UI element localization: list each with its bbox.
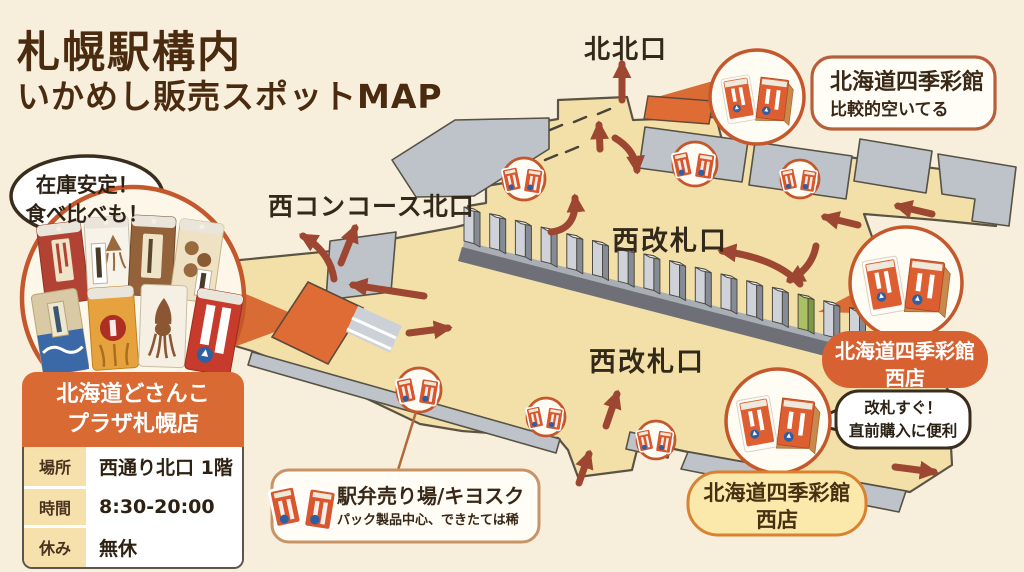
stairs-icon bbox=[346, 306, 402, 353]
label-west-concourse-north-exit: 西コンコース北口 bbox=[268, 192, 475, 221]
stock-bubble-line2: 食べ比べも！ bbox=[25, 202, 149, 227]
page-title-line1: 札幌駅構内 bbox=[17, 28, 242, 78]
dosanko-store-card-title: 北海道どさんこ プラザ札幌店 bbox=[22, 372, 244, 447]
row-value: 8:30-20:00 bbox=[89, 488, 242, 525]
route-arrow-icon bbox=[820, 211, 862, 230]
north-gate-dashes bbox=[543, 107, 612, 162]
shikisaikan-main-callout-shape bbox=[810, 55, 997, 131]
shikisaikan-main-circle-icon bbox=[708, 48, 806, 146]
ikameshi-pack-icon bbox=[635, 419, 677, 461]
route-arrow-icon bbox=[547, 193, 586, 236]
product-pack bbox=[184, 287, 244, 377]
route-arrow-icon bbox=[590, 120, 610, 153]
shikisaikan-main-callout-note: 比較的空いてる bbox=[830, 100, 949, 120]
ikameshi-product-lineup-icon bbox=[19, 184, 247, 412]
green-gate-pillar bbox=[797, 293, 815, 335]
product-pack bbox=[138, 283, 188, 369]
route-arrow-icon bbox=[575, 449, 594, 487]
page-title-line2: いかめし販売スポットMAP bbox=[17, 77, 443, 116]
shikisaikan-west-circle-icon bbox=[848, 225, 964, 341]
dosanko-store-card-table: 場所 西通り北口 1階 時間 8:30-20:00 休み 無休 bbox=[22, 446, 244, 569]
ikameshi-spot-markers bbox=[394, 140, 821, 461]
table-row: 休み 無休 bbox=[24, 524, 242, 567]
ikameshi-pack-icon bbox=[779, 158, 821, 200]
ekiben-callout-title: 駅弁売り場/キヨスク bbox=[337, 484, 525, 508]
ikameshi-pack-icon bbox=[500, 156, 547, 202]
row-value: 西通り北口 1階 bbox=[89, 446, 242, 486]
label-north-north-exit: 北北口 bbox=[584, 35, 669, 65]
route-arrow-icon bbox=[298, 232, 338, 283]
table-row: 場所 西通り北口 1階 bbox=[24, 446, 242, 486]
route-arrow-icon bbox=[337, 223, 359, 267]
ikameshi-pack-icon bbox=[394, 366, 443, 414]
ekiben-callout-note: パック製品中心、できたては稀 bbox=[337, 513, 519, 528]
shikisaikan-west-label-shape bbox=[686, 470, 868, 537]
route-arrow-icon bbox=[602, 389, 622, 430]
row-label: 場所 bbox=[24, 446, 89, 486]
kaisatsu-bubble-text: 改札すぐ！ 直前購入に便利 bbox=[848, 399, 958, 441]
label-west-gate-lower: 西改札口 bbox=[589, 347, 705, 378]
product-pack bbox=[36, 220, 90, 306]
product-pack bbox=[83, 215, 133, 299]
shikisaikan-west-lower-circle-icon bbox=[724, 367, 832, 475]
shikisaikan-west-badge-shape bbox=[822, 331, 988, 388]
label-west-gate-upper: 西改札口 bbox=[612, 226, 728, 257]
ekiben-callout-shape bbox=[267, 468, 541, 544]
dosanko-store-area bbox=[270, 280, 365, 366]
route-arrow-icon bbox=[717, 243, 804, 288]
route-arrow-icon bbox=[893, 200, 936, 219]
shikisaikan-west-badge-text: 北海道四季彩館 西店 bbox=[835, 339, 975, 390]
stock-bubble-line1: 在庫安定！ bbox=[35, 173, 139, 197]
ekiben-connector-line bbox=[396, 411, 418, 471]
shikisaikan-main-callout-title: 北海道四季彩館 bbox=[830, 70, 985, 95]
stock-bubble-text: 在庫安定！ 食べ比べも！ bbox=[14, 171, 160, 229]
route-arrow-icon bbox=[891, 460, 939, 480]
shikisaikan-main-store-area bbox=[643, 95, 714, 125]
shikisaikan-west-label-text: 北海道四季彩館 西店 bbox=[703, 481, 851, 533]
table-row: 時間 8:30-20:00 bbox=[24, 485, 242, 525]
ticket-gate-row bbox=[458, 206, 866, 361]
dosanko-store-card: 北海道どさんこ プラザ札幌店 場所 西通り北口 1階 時間 8:30-20:00… bbox=[22, 372, 244, 569]
product-pack bbox=[30, 287, 90, 377]
row-label: 時間 bbox=[24, 488, 89, 525]
route-arrows bbox=[298, 59, 939, 487]
route-arrow-icon bbox=[611, 134, 645, 175]
product-pack bbox=[86, 285, 140, 371]
route-arrow-icon bbox=[348, 277, 428, 300]
route-arrow-icon bbox=[405, 320, 453, 340]
ikameshi-pack-icon bbox=[525, 396, 567, 438]
ikameshi-pack-icon bbox=[670, 140, 719, 188]
row-value: 無休 bbox=[89, 527, 242, 567]
row-label: 休み bbox=[24, 527, 89, 567]
